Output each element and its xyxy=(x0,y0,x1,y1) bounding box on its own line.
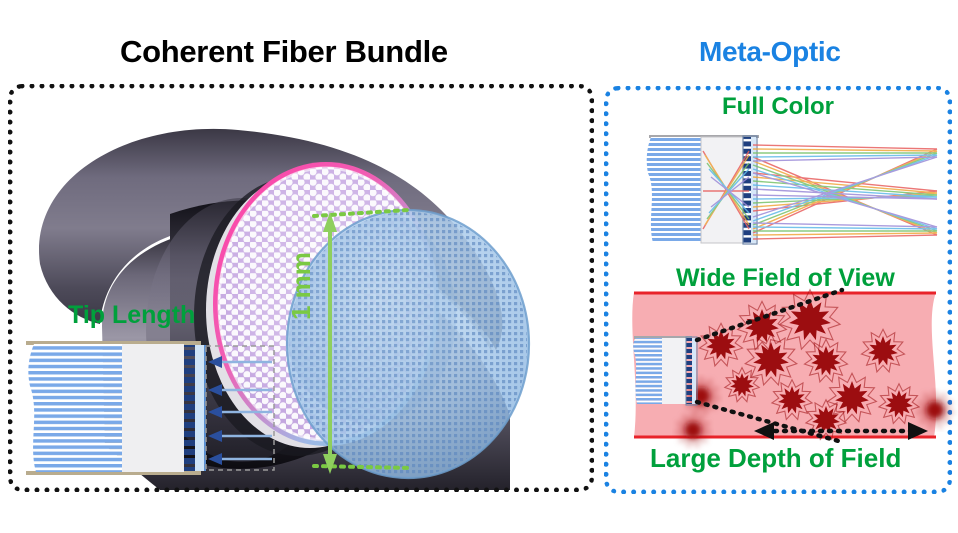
cell xyxy=(915,389,955,430)
cell xyxy=(804,398,848,441)
cell xyxy=(826,372,878,423)
large-depth-of-field-label: Large Depth of Field xyxy=(650,443,902,473)
wide-field-of-view-label: Wide Field of View xyxy=(676,264,895,292)
fov-fiber-tip xyxy=(606,287,950,458)
cell xyxy=(723,366,761,403)
fiber-bundle-illustration xyxy=(10,128,531,490)
tip-length-diagram xyxy=(26,340,276,480)
right-panel-title: Meta-Optic xyxy=(699,36,841,67)
meta-optic-panel xyxy=(604,86,952,494)
tip-length-label: Tip Length xyxy=(68,301,196,329)
cell xyxy=(674,411,712,448)
cell xyxy=(877,382,921,425)
cell xyxy=(778,288,842,351)
cell xyxy=(743,332,799,387)
cell xyxy=(803,338,849,384)
cell xyxy=(770,378,814,421)
full-color-diagram xyxy=(645,133,945,251)
coherent-fiber-bundle-panel xyxy=(8,84,594,492)
left-panel-artwork xyxy=(10,86,592,490)
left-panel-title: Coherent Fiber Bundle xyxy=(120,34,448,69)
cell xyxy=(860,328,906,374)
full-color-label: Full Color xyxy=(722,93,834,120)
cell-cluster xyxy=(674,288,955,448)
light-ray-arrows xyxy=(218,360,272,461)
scale-bar-1mm xyxy=(300,198,420,478)
